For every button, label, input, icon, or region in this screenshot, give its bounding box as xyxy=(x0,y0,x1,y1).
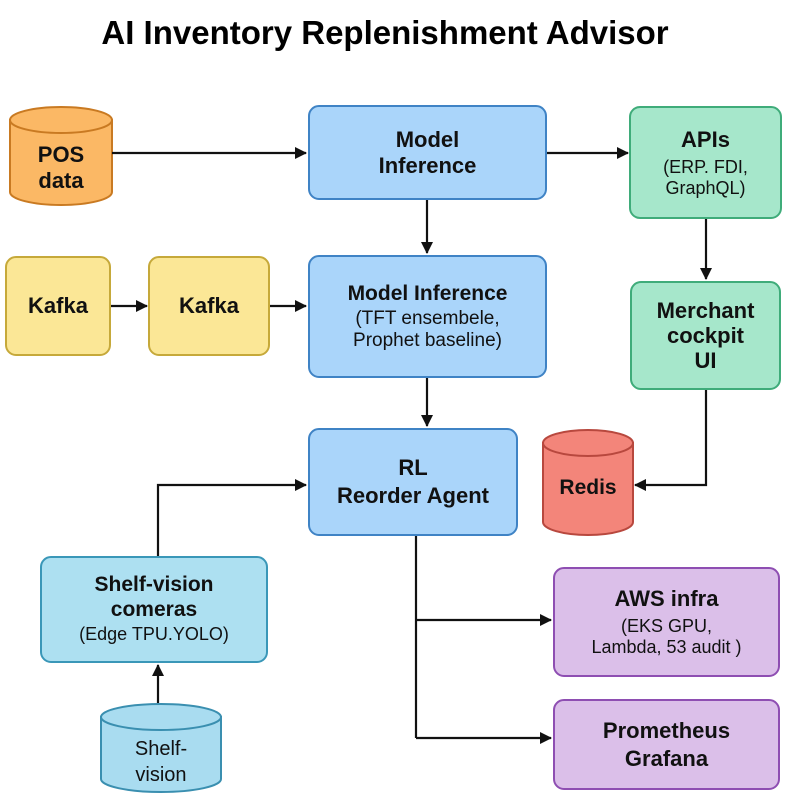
shelf-vision-cameras-box: Shelf-vision comeras (Edge TPU.YOLO) xyxy=(40,556,268,663)
shelf-vision-cylinder-top xyxy=(100,703,222,731)
prometheus-box: Prometheus Grafana xyxy=(553,699,780,790)
pos-data-line-2: data xyxy=(38,168,84,193)
pos-data-cylinder-body xyxy=(9,119,113,206)
aws-infra-detail-line-1: (EKS GPU, xyxy=(620,616,713,636)
redis-cylinder-top xyxy=(542,429,634,457)
model-inference-top-box: Model Inference xyxy=(308,105,547,200)
redis-cylinder-body xyxy=(542,442,634,536)
aws-infra-box: AWS infra (EKS GPU, Lambda, 53 audit ) xyxy=(553,567,780,677)
model-inference-mid-box: Model Inference (TFT ensembele, Prophet … xyxy=(308,255,547,378)
kafka-1-label: Kafka xyxy=(28,293,88,318)
shelf-vision-store-line-2: vision xyxy=(135,764,187,786)
apis-detail-line-1: (ERP. FDI, xyxy=(663,156,748,177)
pos-data-cylinder xyxy=(9,106,113,206)
aws-infra-detail-line-2: Lambda, 53 audit ) xyxy=(591,637,742,657)
merchant-cockpit-line-2: cockpit xyxy=(666,323,745,348)
shelf-cameras-line-2: comeras xyxy=(110,598,198,621)
kafka-box-1: Kafka xyxy=(5,256,111,356)
model-inference-mid-title: Model Inference xyxy=(347,281,508,305)
redis-label: Redis xyxy=(543,462,633,514)
shelf-cameras-line-1: Shelf-vision xyxy=(94,573,214,596)
rl-agent-line-1: RL xyxy=(398,455,428,480)
apis-detail-line-2: GraphQL) xyxy=(665,177,746,198)
aws-infra-title: AWS infra xyxy=(614,586,719,611)
redis-label-text: Redis xyxy=(559,476,617,499)
rl-agent-line-2: Reorder Agent xyxy=(337,483,489,508)
shelf-vision-store-line-1: Shelf- xyxy=(134,738,188,760)
pos-data-cylinder-top xyxy=(9,106,113,134)
diagram-title: AI Inventory Replenishment Advisor xyxy=(101,14,669,51)
prometheus-line-1: Prometheus xyxy=(602,717,731,743)
rl-agent-box: RL Reorder Agent xyxy=(308,428,518,536)
shelf-cameras-detail: (Edge TPU.YOLO) xyxy=(79,624,229,644)
shelf-vision-store-label: Shelf- vision xyxy=(101,733,221,791)
model-inference-mid-detail-line-2: Prophet baseline) xyxy=(353,329,502,351)
kafka-box-2: Kafka xyxy=(148,256,270,356)
model-inference-mid-detail-line-1: (TFT ensembele, xyxy=(355,307,500,329)
pos-data-label: POS data xyxy=(10,135,112,201)
merchant-cockpit-line-3: UI xyxy=(694,348,717,373)
merchant-cockpit-line-1: Merchant xyxy=(656,298,755,323)
apis-title: APIs xyxy=(681,126,730,152)
model-inference-top-line-2: Inference xyxy=(378,152,477,178)
model-inference-top-line-1: Model xyxy=(395,126,460,152)
prometheus-line-2: Grafana xyxy=(624,745,709,771)
merchant-cockpit-box: Merchant cockpit UI xyxy=(630,281,781,390)
kafka-2-label: Kafka xyxy=(179,293,239,318)
redis-cylinder xyxy=(542,429,634,536)
arrow-cockpit-to-redis xyxy=(634,390,708,491)
pos-data-line-1: POS xyxy=(37,142,85,167)
apis-box: APIs (ERP. FDI, GraphQL) xyxy=(629,106,782,219)
shelf-vision-cylinder-body xyxy=(100,716,222,793)
arrow-shelf-cameras-to-rl-agent xyxy=(156,479,307,556)
shelf-vision-cylinder xyxy=(100,703,222,793)
